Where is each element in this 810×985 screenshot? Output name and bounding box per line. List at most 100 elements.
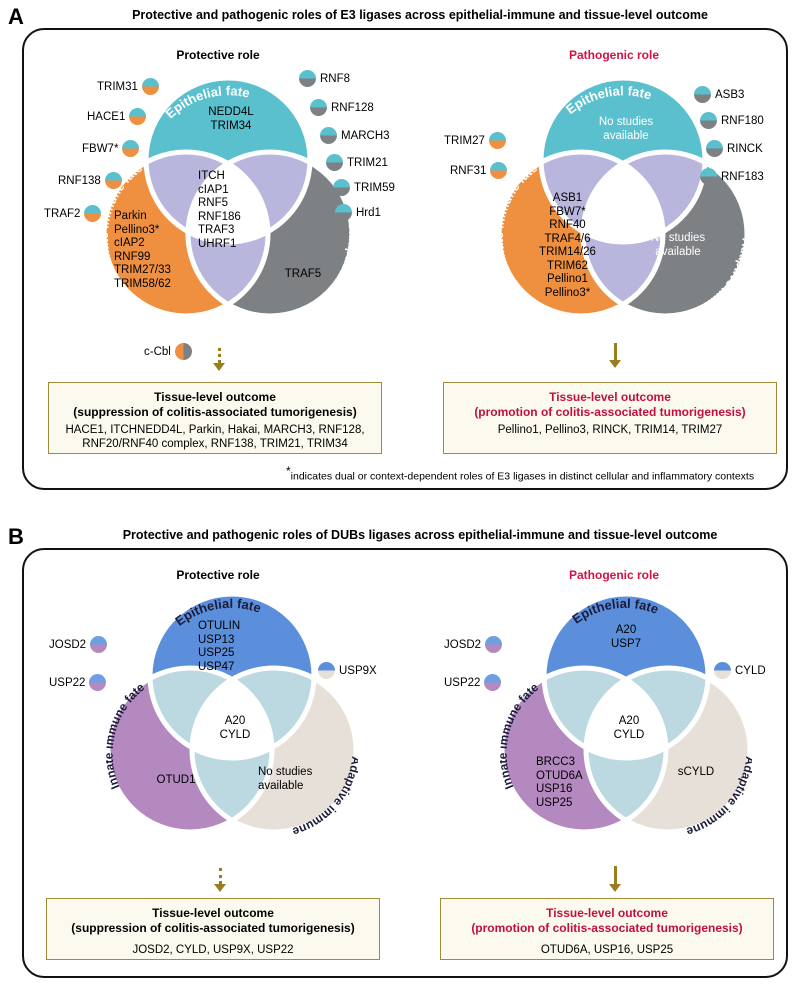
satellite-label: HACE1 — [87, 110, 126, 123]
satellite-label: CYLD — [735, 664, 766, 677]
satellite-label: RNF31 — [450, 164, 487, 177]
satellite-TRIM31: TRIM31 — [93, 78, 159, 95]
split-circle-icon — [485, 636, 503, 653]
satellite-TRIM21: TRIM21 — [326, 154, 392, 171]
panel-b-pathogenic-arrow — [608, 866, 622, 892]
panel-b-pathogenic-role-title: Pathogenic role — [568, 568, 660, 582]
satellite-USP22-b-right: USP22 — [440, 674, 502, 691]
satellite-label: TRIM59 — [354, 181, 395, 194]
satellite-label: Hrd1 — [356, 206, 381, 219]
satellite-label: TRIM31 — [97, 80, 138, 93]
split-circle-icon — [129, 108, 147, 125]
satellite-label: ASB3 — [715, 88, 745, 101]
split-circle-icon — [700, 168, 717, 185]
footnote-text: indicates dual or context-dependent role… — [290, 470, 755, 483]
panel-b-protective-outcome-box: Tissue-level outcome (suppression of col… — [46, 898, 380, 960]
outcome-body: HACE1, ITCHNEDD4L, Parkin, Hakai, MARCH3… — [65, 424, 365, 450]
satellite-MARCH3: MARCH3 — [320, 127, 394, 144]
outcome-title: Tissue-level outcome — [154, 390, 276, 404]
panel-a-protective-venn: Epithelial fate Innate immune fate Adapt… — [102, 72, 354, 337]
outcome-title: Tissue-level outcome — [549, 390, 671, 404]
split-circle-icon — [714, 662, 731, 679]
panel-a-pathogenic-outcome-box: Tissue-level outcome (promotion of colit… — [443, 382, 777, 454]
outcome-body: OTUD6A, USP16, USP25 — [540, 944, 674, 956]
outcome-title: Tissue-level outcome — [546, 906, 668, 920]
satellite-label: USP9X — [339, 664, 377, 677]
split-circle-icon — [122, 140, 140, 157]
satellite-JOSD2-b-right: JOSD2 — [440, 636, 503, 653]
satellite-label: c-Cbl — [144, 345, 171, 358]
split-circle-icon — [318, 662, 335, 679]
satellite-RNF180: RNF180 — [700, 112, 768, 129]
satellite-label: FBW7* — [82, 142, 119, 155]
satellite-TRAF2: TRAF2 — [40, 205, 102, 222]
split-circle-icon — [333, 179, 350, 196]
satellite-TRIM59: TRIM59 — [333, 179, 399, 196]
panel-a: A Protective and pathogenic roles of E3 … — [8, 4, 788, 490]
satellite-RNF8: RNF8 — [299, 70, 354, 87]
satellite-label: RNF128 — [331, 101, 374, 114]
split-circle-icon — [84, 205, 102, 222]
satellite-FBW7: FBW7* — [78, 140, 140, 157]
satellite-CYLD: CYLD — [714, 662, 770, 679]
satellite-label: TRIM21 — [347, 156, 388, 169]
satellite-label: RNF180 — [721, 114, 764, 127]
outcome-subtitle: (suppression of colitis-associated tumor… — [71, 921, 355, 935]
split-circle-icon — [335, 204, 352, 221]
satellite-label: USP22 — [444, 676, 481, 689]
split-circle-icon — [310, 99, 327, 116]
panel-b-protective-role-title: Protective role — [176, 568, 260, 582]
satellite-USP22-b-left: USP22 — [45, 674, 107, 691]
satellite-label: TRAF2 — [44, 207, 81, 220]
split-circle-icon — [706, 140, 723, 157]
satellite-label: JOSD2 — [49, 638, 87, 651]
panel-a-protective-role-title: Protective role — [176, 48, 260, 62]
split-circle-icon — [488, 132, 506, 149]
split-circle-icon — [320, 127, 337, 144]
panel-a-pathogenic-role-title: Pathogenic role — [568, 48, 660, 62]
satellite-label: RNF8 — [320, 72, 351, 85]
satellite-c-Cbl: c-Cbl — [140, 343, 192, 360]
panel-a-protective-arrow — [212, 348, 226, 371]
split-circle-icon — [104, 172, 122, 189]
satellite-RNF138: RNF138 — [54, 172, 122, 189]
panel-b-title: Protective and pathogenic roles of DUBs … — [122, 528, 718, 542]
satellite-Hrd1: Hrd1 — [335, 204, 385, 221]
split-circle-icon — [490, 162, 508, 179]
split-circle-icon — [326, 154, 343, 171]
satellite-RNF31: RNF31 — [446, 162, 508, 179]
split-circle-icon — [700, 112, 717, 129]
panel-b: B Protective and pathogenic roles of DUB… — [0, 500, 810, 985]
satellite-label: TRIM27 — [444, 134, 485, 147]
panel-a-letter: A — [8, 4, 24, 29]
panel-a-protective-outcome-box: Tissue-level outcome (suppression of col… — [48, 382, 382, 454]
satellite-RNF183: RNF183 — [700, 168, 768, 185]
split-circle-icon — [141, 78, 159, 95]
split-circle-icon — [90, 636, 108, 653]
split-circle-icon — [694, 86, 711, 103]
satellite-label: USP22 — [49, 676, 86, 689]
satellite-HACE1: HACE1 — [83, 108, 147, 125]
outcome-body: JOSD2, CYLD, USP9X, USP22 — [132, 944, 294, 956]
satellite-TRIM27: TRIM27 — [440, 132, 506, 149]
split-circle-icon — [299, 70, 316, 87]
outcome-title: Tissue-level outcome — [152, 906, 274, 920]
satellite-label: RNF183 — [721, 170, 764, 183]
satellite-label: RINCK — [727, 142, 763, 155]
split-circle-icon — [484, 674, 502, 691]
satellite-label: RNF138 — [58, 174, 101, 187]
panel-b-pathogenic-outcome-box: Tissue-level outcome (promotion of colit… — [440, 898, 774, 960]
panel-b-protective-arrow — [213, 868, 227, 892]
satellite-RINCK: RINCK — [706, 140, 767, 157]
split-circle-icon — [174, 343, 192, 360]
outcome-body: Pellino1, Pellino3, RINCK, TRIM14, TRIM2… — [497, 424, 723, 436]
outcome-subtitle: (promotion of colitis-associated tumorig… — [474, 405, 746, 419]
panel-b-pathogenic-venn: Epithelial fate Innate immune fate Adapt… — [500, 588, 752, 853]
outcome-subtitle: (suppression of colitis-associated tumor… — [73, 405, 357, 419]
panel-b-letter: B — [8, 524, 24, 549]
satellite-RNF128: RNF128 — [310, 99, 378, 116]
satellite-JOSD2-b-left: JOSD2 — [45, 636, 108, 653]
satellite-USP9X: USP9X — [318, 662, 381, 679]
satellite-label: MARCH3 — [341, 129, 390, 142]
outcome-subtitle: (promotion of colitis-associated tumorig… — [471, 921, 743, 935]
